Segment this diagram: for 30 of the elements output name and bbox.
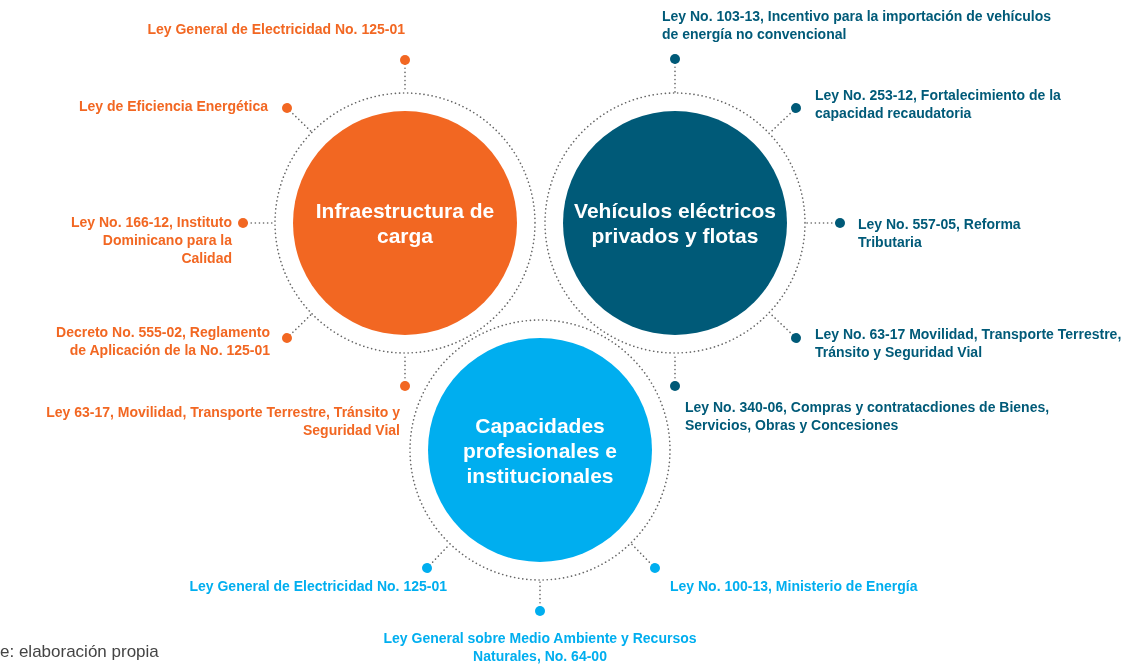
law-label: Decreto No. 555-02, Reglamento de Aplicación de la No. 125-01 <box>50 323 270 359</box>
leader-line <box>422 543 451 573</box>
circle-title: Capacidades profesionales e institucionales <box>461 412 619 488</box>
leader-line <box>769 103 801 134</box>
law-label: Ley No. 253-12, Fortalecimiento de la capacidad recaudatoria <box>815 86 1125 122</box>
leader-line <box>630 543 660 573</box>
law-label: Ley de Eficiencia Energética <box>8 97 268 115</box>
law-label: Ley No. 103-13, Incentivo para la importación de vehículos de energía no convencional <box>662 7 1062 43</box>
law-label: Ley General de Electricidad No. 125-01 <box>25 20 405 38</box>
law-label: Ley No. 166-12, Instituto Dominicano para la Calidad <box>57 213 232 267</box>
law-label: Ley No. 100-13, Ministerio de Energía <box>670 577 1000 595</box>
leader-line <box>238 218 275 228</box>
law-label: Ley No. 340-06, Compras y contratacdiones de Bienes, Servicios, Obras y Concesiones <box>685 398 1105 434</box>
topic-circle <box>544 92 806 354</box>
leader-line <box>670 54 680 93</box>
leader-line <box>282 313 312 343</box>
topic-circle <box>409 319 671 581</box>
law-label: Ley General de Electricidad No. 125-01 <box>107 577 447 595</box>
law-label: Ley 63-17, Movilidad, Transporte Terrestre, Tránsito y Seguridad Vial <box>10 403 400 439</box>
circle-title: Infraestructura de carga <box>314 198 496 248</box>
circle-title: Vehículos eléctricos privados y flotas <box>573 198 777 248</box>
law-label: Ley No. 63-17 Movilidad, Transporte Terrestre, Tránsito y Seguridad Vial <box>815 325 1130 361</box>
leader-line <box>535 580 545 616</box>
law-label: Ley General sobre Medio Ambiente y Recursos Naturales, No. 64-00 <box>370 629 710 664</box>
topic-circle <box>274 92 536 354</box>
leader-line <box>805 218 845 228</box>
leader-line <box>769 312 801 343</box>
leader-line <box>282 103 312 133</box>
law-label: Ley No. 557-05, Reforma Tributaria <box>858 215 1038 251</box>
source-note: e: elaboración propia <box>0 642 159 662</box>
